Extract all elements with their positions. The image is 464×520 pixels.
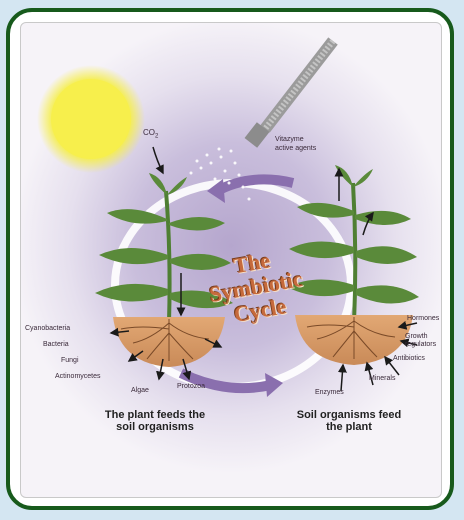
label-minerals: Minerals [369,375,395,382]
label-bacteria: Bacteria [43,341,69,348]
label-algae: Algae [131,387,149,394]
label-hormones: Hormones [407,315,439,322]
label-enzymes: Enzymes [315,389,344,396]
spray-nozzle-icon [245,41,333,148]
label-cyanobacteria: Cyanobacteria [25,325,70,332]
sun-icon [37,65,145,173]
symbiotic-cycle-diagram: The Symbiotic Cycle CO2 Vitazyme active … [20,22,442,498]
label-fungi: Fungi [61,357,79,364]
co2-arrow [153,147,163,173]
spray-label: Vitazyme active agents [275,135,316,153]
caption-right: Soil organisms feed the plant [269,409,429,433]
illustration-frame: The Symbiotic Cycle CO2 Vitazyme active … [6,8,454,510]
co2-label: CO2 [143,128,158,140]
caption-left: The plant feeds the soil organisms [75,409,235,433]
label-protozoa: Protozoa [177,383,205,390]
label-growth: Growth [405,333,428,340]
label-actinomycetes: Actinomycetes [55,373,101,380]
label-regulators: regulators [405,341,436,348]
label-antibiotics: Antibiotics [393,355,425,362]
